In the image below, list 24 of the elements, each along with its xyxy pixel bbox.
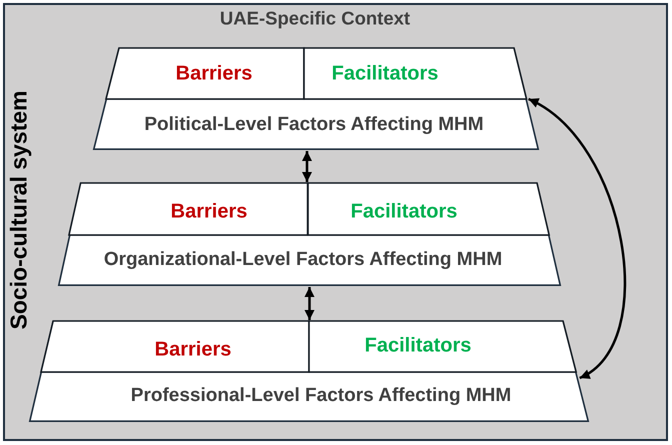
trapezoid-section <box>106 48 304 99</box>
arrow <box>302 151 312 182</box>
level-trapezoid <box>29 321 589 422</box>
trapezoid-section <box>69 183 308 235</box>
trapezoid-section <box>308 183 550 235</box>
level-title: Political-Level Factors Affecting MHM <box>144 114 484 136</box>
section-label: Barriers <box>154 338 232 362</box>
arrow <box>304 287 314 320</box>
frame-title: UAE-Specific Context <box>220 7 410 29</box>
trapezoid-section <box>309 321 576 372</box>
level-trapezoid <box>93 48 539 150</box>
section-label: Barriers <box>176 62 252 86</box>
section-label: Barriers <box>170 200 248 224</box>
section-label: Facilitators <box>332 62 438 86</box>
trapezoid-section <box>304 48 526 99</box>
context-frame <box>3 3 668 441</box>
side-label: Socio-cultural system <box>6 90 32 330</box>
trapezoid-section <box>40 321 309 372</box>
curved-arrow <box>528 98 626 380</box>
section-label: Facilitators <box>350 200 458 224</box>
level-title: Organizational-Level Factors Affecting MHM <box>104 249 502 271</box>
section-label: Facilitators <box>364 334 472 358</box>
level-title: Professional-Level Factors Affecting MHM <box>130 385 512 407</box>
level-trapezoid <box>58 183 561 286</box>
